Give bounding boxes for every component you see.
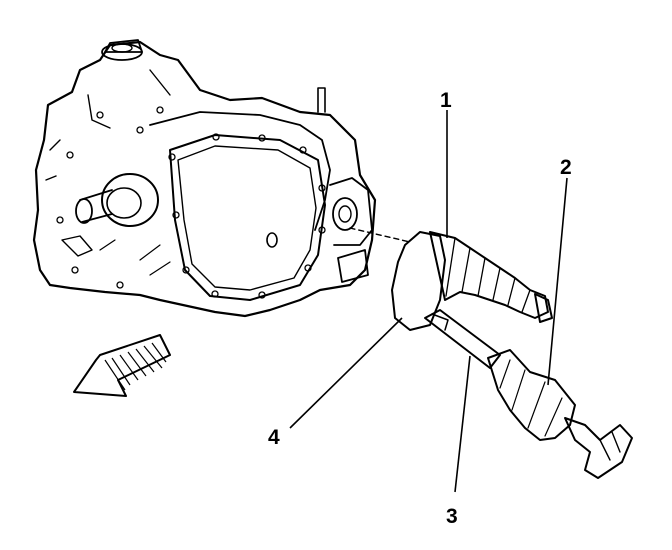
- callout-4: 4: [268, 426, 280, 449]
- transaxle-housing: [32, 39, 377, 318]
- callout-3: 3: [446, 505, 458, 528]
- leader-line-2: [547, 177, 568, 386]
- callout-1: 1: [440, 89, 452, 112]
- alignment-dashed-line: [349, 227, 411, 243]
- front-arrow-icon: [73, 334, 171, 397]
- leader-lines: [289, 110, 568, 493]
- callout-2: 2: [560, 156, 572, 179]
- leader-line-3: [454, 355, 471, 493]
- leader-line-4: [289, 317, 403, 429]
- drive-axle-assembly: [391, 231, 633, 479]
